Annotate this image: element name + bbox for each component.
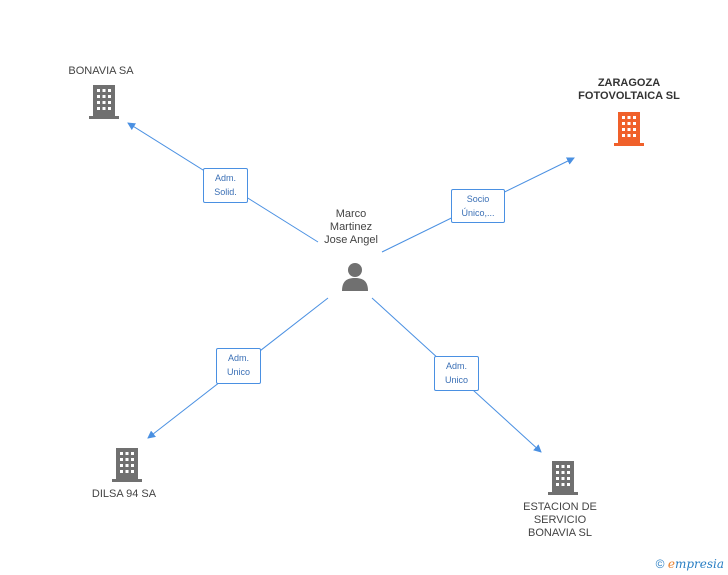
person-icon[interactable] [341,262,369,292]
brand-footer[interactable]: © empresia [656,557,724,571]
company-name-bonavia[interactable]: BONAVIA SA [68,65,134,77]
relation-label-estacion: Adm. Unico [434,356,479,391]
center-person-name: Marco Martinez Jose Angel [324,208,378,246]
copyright-icon: © [655,557,665,571]
relation-label-dilsa: Adm. Unico [216,348,261,384]
relation-label-zaragoza: Socio Único,... [451,189,505,223]
brand-logo: empresia [667,557,724,571]
building-icon[interactable] [614,112,644,146]
company-name-dilsa[interactable]: DILSA 94 SA [91,488,157,500]
company-name-zaragoza[interactable]: ZARAGOZA FOTOVOLTAICA SL [578,77,680,102]
building-icon[interactable] [112,448,142,482]
building-icon[interactable] [548,461,578,495]
company-name-estacion[interactable]: ESTACION DE SERVICIO BONAVIA SL [523,501,597,539]
building-icon[interactable] [89,85,119,119]
relation-label-bonavia: Adm. Solid. [203,168,248,203]
